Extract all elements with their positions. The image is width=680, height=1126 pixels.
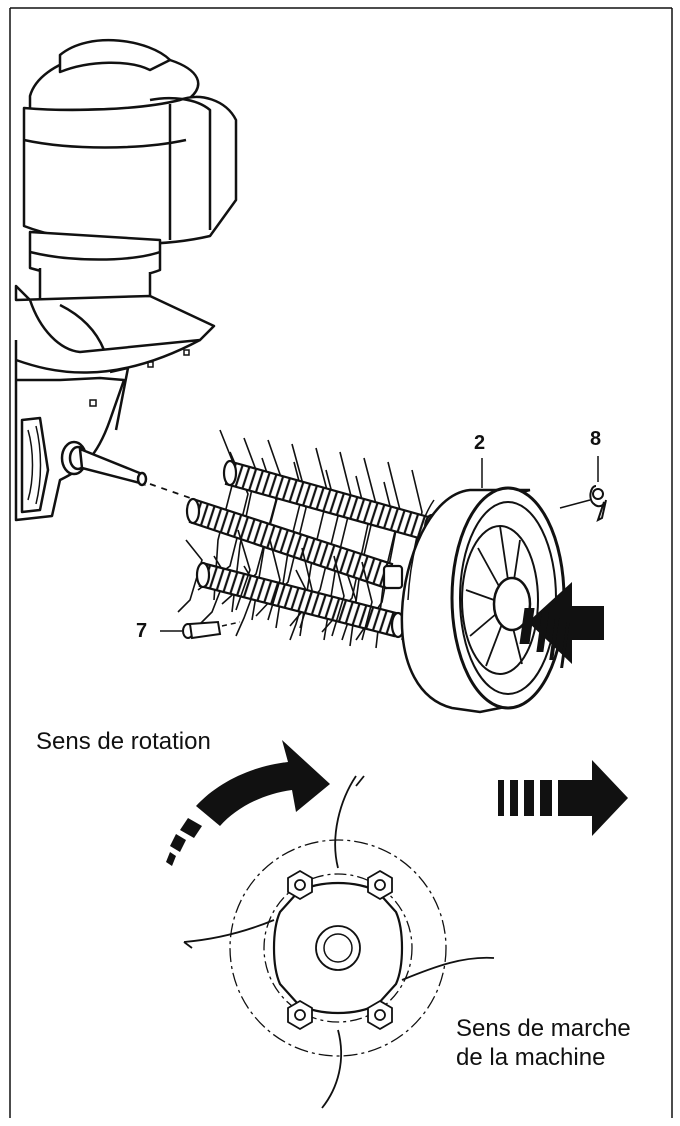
travel-direction-arrow [498,760,628,836]
engine-details [27,349,190,505]
caption-rotation: Sens de rotation [36,728,211,755]
callout-7: 7 [136,620,148,642]
caption-travel-line2: de la machine [456,1044,606,1071]
rotation-arrow [166,740,330,866]
axle-pin [182,620,222,640]
page-frame [9,7,673,1118]
wheel [400,486,566,714]
push-arrow [519,582,604,668]
caption-travel-line1: Sens de marche [456,1015,631,1042]
callout-8: 8 [590,428,602,450]
callout-2: 2 [474,432,486,454]
drive-shaft [60,440,197,501]
scarifier-drum [177,429,441,649]
r-clip [589,485,607,522]
rotor-end-view [183,775,495,1109]
threaded-rods [188,460,434,638]
callout-leaders [160,456,599,632]
engine-housing [14,38,238,522]
